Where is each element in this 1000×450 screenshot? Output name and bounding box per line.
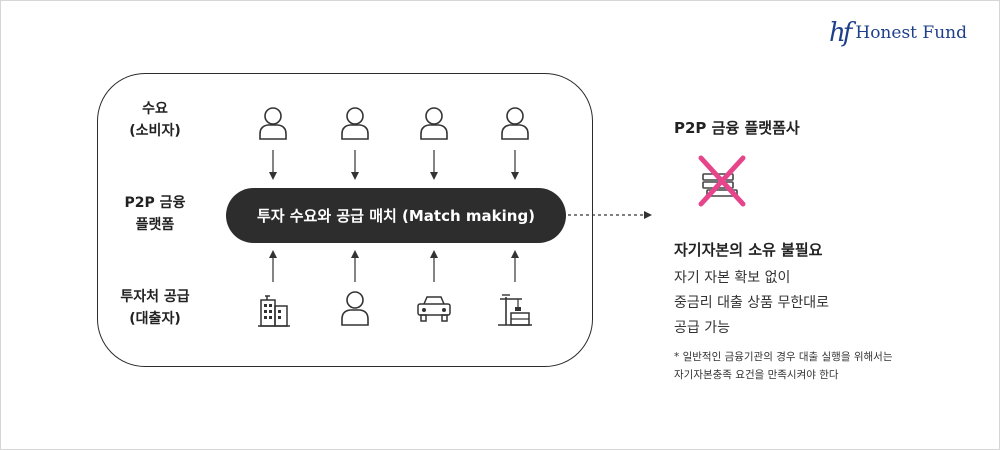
demand-arrows	[269, 150, 519, 180]
row-label-demand: 수요(소비자)	[129, 101, 181, 139]
match-making-pill: 투자 수요와 공급 매치 (Match making)	[226, 188, 566, 243]
building-icon	[258, 295, 290, 327]
person-icon	[259, 107, 287, 140]
brand-logo: hf Honest Fund	[829, 18, 967, 48]
person-icon	[341, 107, 369, 140]
no-capital-description: 자기 자본 확보 없이 중금리 대출 상품 무한대로 공급 가능	[674, 270, 830, 336]
crane-icon	[498, 294, 532, 326]
no-capital-title: 자기자본의 소유 불필요	[674, 241, 823, 259]
car-icon	[417, 296, 451, 322]
person-icon	[420, 107, 448, 140]
brand-mark: hf	[829, 18, 852, 48]
ecosystem-panel	[97, 73, 593, 367]
footnote: * 일반적인 금융기관의 경우 대출 실행을 위해서는 자기자본충족 요건을 만…	[674, 351, 893, 381]
platform-company-title: P2P 금융 플랫폼사	[674, 119, 800, 137]
person-icon	[501, 107, 529, 140]
person-icon	[341, 291, 369, 326]
capital-stack-crossed-icon	[698, 155, 746, 207]
brand-name: Honest Fund	[855, 23, 967, 43]
row-label-supply: 투자처 공급(대출자)	[120, 289, 190, 327]
supply-arrows	[269, 250, 519, 282]
